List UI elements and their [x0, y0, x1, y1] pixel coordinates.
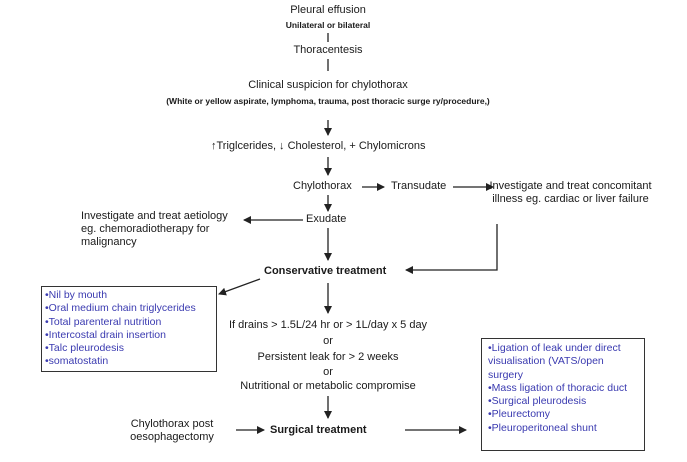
criteria-persistent-leak: Persistent leak for > 2 weeks [257, 351, 399, 363]
criteria-or-2: or [323, 366, 333, 378]
node-thoracentesis: Thoracentesis [293, 44, 363, 56]
node-investigate-concomitant: Investigate and treat concomitant illnes… [489, 180, 652, 205]
criteria-or-1: or [323, 335, 333, 347]
criteria-nutritional: Nutritional or metabolic compromise [240, 380, 416, 392]
list-item: •Talc pleurodesis [45, 342, 124, 355]
box-surgical-measures: •Ligation of leak under direct visualisa… [481, 338, 645, 451]
arrow-conservative-measures [218, 278, 261, 296]
list-item: •Oral medium chain triglycerides [45, 302, 196, 315]
node-clinical-suspicion: Clinical suspicion for chylothorax [248, 79, 408, 91]
node-transudate: Transudate [391, 180, 447, 192]
criteria-drains: If drains > 1.5L/24 hr or > 1L/day x 5 d… [228, 319, 428, 331]
node-conservative-treatment: Conservative treatment [264, 265, 387, 277]
list-item: •Surgical pleurodesis [488, 395, 587, 408]
up-arrow-icon: ↑ [211, 140, 217, 152]
list-item: •Mass ligation of thoracic duct [488, 381, 628, 394]
list-item: •Pleurectomy [488, 408, 551, 421]
node-chylothorax-post-oesophagectomy: Chylothorax post oesophagectomy [130, 418, 214, 443]
list-item: •Total parenteral nutrition [45, 315, 162, 328]
node-suspicion-detail: (White or yellow aspirate, lymphoma, tra… [166, 96, 490, 106]
box-conservative-measures: •Nil by mouth •Oral medium chain triglyc… [41, 286, 217, 372]
node-chylothorax: Chylothorax [293, 180, 352, 192]
arrow-concomitant-conservative [405, 224, 498, 274]
list-item: •Ligation of leak under direct visualisa… [488, 342, 621, 381]
list-item: •Intercostal drain insertion [45, 328, 166, 341]
node-pleural-effusion: Pleural effusion [290, 4, 366, 16]
node-unilateral-bilateral: Unilateral or bilateral [285, 20, 371, 30]
list-item: •Pleuroperitoneal shunt [488, 421, 597, 434]
node-lipid-profile: ↑Triglcerides, ↓ Cholesterol, + Chylomic… [211, 140, 425, 153]
list-item: •somatostatin [45, 355, 109, 368]
list-item: •Nil by mouth [45, 289, 108, 301]
node-surgical-treatment: Surgical treatment [270, 424, 367, 436]
node-investigate-aetiology: Investigate and treat aetiology eg. chem… [81, 210, 228, 248]
node-exudate: Exudate [306, 213, 347, 225]
lipid-profile-text: Triglcerides, ↓ Cholesterol, + Chylomicr… [216, 140, 426, 152]
